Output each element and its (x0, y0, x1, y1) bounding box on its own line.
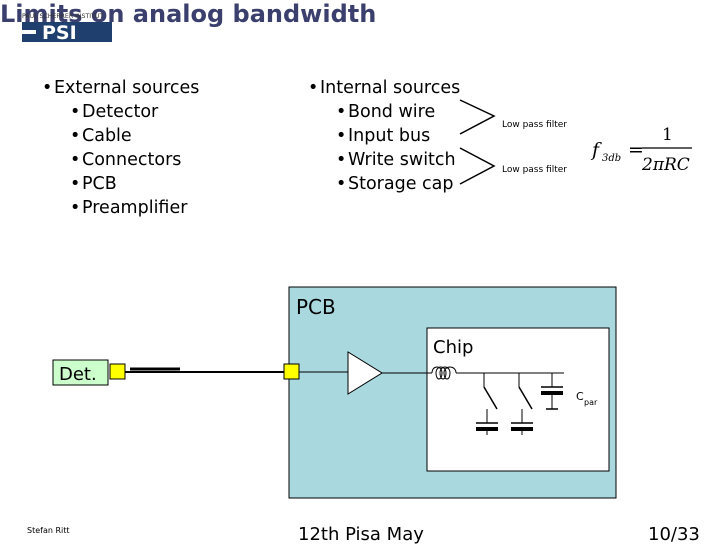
list-item: •Input bus (336, 126, 431, 146)
logo-mark: PSI (42, 22, 77, 44)
list-item: •Connectors (70, 150, 182, 170)
formula-equals: = (628, 139, 644, 161)
list-item: •Storage cap (336, 174, 454, 194)
list-item: •PCB (70, 174, 117, 194)
write-switch-2 (518, 386, 533, 410)
list-item: •Preamplifier (70, 198, 188, 218)
list-item-text: Bond wire (348, 102, 436, 122)
list-item-text: Cable (82, 126, 132, 146)
external-heading: External sources (54, 78, 200, 98)
list-item-text: Write switch (348, 150, 456, 170)
bond-wire-inductor (431, 366, 457, 380)
list-item-text: PCB (82, 174, 117, 194)
list-heading: •External sources (42, 78, 200, 98)
internal-sources-list: •Internal sources •Bond wire •Input bus … (308, 76, 460, 196)
formula-numerator: 1 (662, 125, 673, 145)
grouping-brackets (459, 99, 496, 185)
logo-text: PAUL SCHERRER INSTITUT (22, 13, 103, 20)
list-item-text: Connectors (82, 150, 182, 170)
list-item-text: Detector (82, 102, 159, 122)
formula-denominator: 2πRC (641, 155, 690, 175)
list-heading: •Internal sources (308, 78, 461, 98)
detector-label: Det. (59, 364, 97, 385)
internal-heading: Internal sources (320, 78, 461, 98)
list-item-text: Preamplifier (82, 198, 188, 218)
list-item-text: Input bus (348, 126, 431, 146)
low-pass-label-1: Low pass filter (502, 120, 567, 130)
chip-label: Chip (433, 337, 473, 358)
logo-stripe (22, 30, 36, 34)
write-switch-1 (483, 386, 498, 410)
circuit-diagram: PCB Chip Det. C par (52, 286, 617, 499)
list-item: •Cable (70, 126, 132, 146)
formula-lhs-sub: 3db (602, 153, 621, 164)
cpar-label: C (576, 390, 584, 403)
bandwidth-formula: f 3db = 1 2πRC (590, 125, 692, 175)
footer-page: 10/33 (648, 524, 700, 545)
list-item: •Detector (70, 102, 159, 122)
external-sources-list: •External sources •Detector •Cable •Conn… (42, 76, 199, 220)
footer-center: 12th Pisa May (298, 524, 424, 545)
psi-logo: PAUL SCHERRER INSTITUT PSI (22, 13, 112, 44)
list-item: •Write switch (336, 150, 456, 170)
preamplifier-symbol (347, 351, 383, 395)
list-item: •Bond wire (336, 102, 436, 122)
low-pass-label-2: Low pass filter (502, 165, 567, 175)
bracket-lower (459, 147, 496, 185)
logo-bar (22, 22, 112, 42)
detector-box (52, 359, 109, 386)
pcb-label: PCB (296, 295, 336, 319)
footer-author: Stefan Ritt (27, 526, 70, 535)
chip-area (426, 327, 610, 472)
formula-lhs: f (590, 139, 602, 161)
list-item-text: Storage cap (348, 174, 454, 194)
bracket-upper (459, 99, 496, 135)
detector-connector (109, 363, 126, 380)
pcb-connector (283, 363, 300, 380)
cpar-subscript: par (584, 398, 598, 407)
